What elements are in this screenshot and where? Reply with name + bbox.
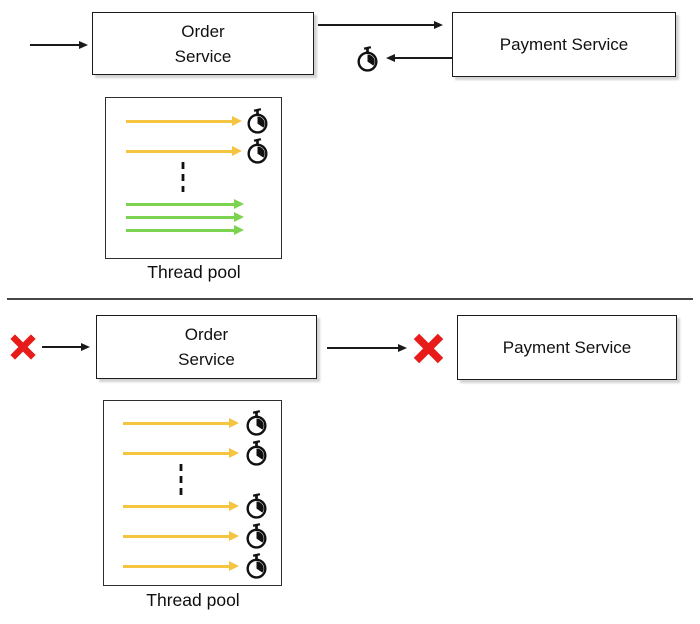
- free-thread-arrow: [126, 224, 244, 236]
- failed-call-x-icon: [411, 331, 446, 366]
- ellipsis-dashed-line: [181, 162, 185, 192]
- blocked-request-x-icon: [8, 332, 38, 362]
- busy-thread-arrow: [123, 447, 239, 459]
- busy-thread-arrow: [126, 115, 242, 127]
- order-to-payment-arrow: [318, 19, 443, 31]
- order-to-payment-arrow: [327, 342, 407, 354]
- section-divider: [7, 298, 693, 301]
- incoming-request-arrow: [30, 39, 88, 51]
- order-service-box: Order Service: [96, 315, 317, 379]
- order-service-label-line2: Service: [178, 350, 235, 369]
- stopwatch-icon: [246, 409, 267, 436]
- payment-service-box: Payment Service: [452, 12, 676, 77]
- thread-pool-label: Thread pool: [147, 262, 241, 282]
- stopwatch-icon: [247, 137, 268, 164]
- payment-service-label: Payment Service: [499, 35, 629, 54]
- order-service-label-line1: Order: [184, 325, 229, 344]
- busy-thread-arrow: [123, 530, 239, 542]
- stopwatch-icon: [357, 45, 378, 72]
- payment-response-timeout-arrow: [386, 52, 452, 64]
- stopwatch-icon: [246, 552, 267, 579]
- order-service-label-line1: Order: [181, 21, 225, 41]
- stopwatch-icon: [246, 522, 267, 549]
- thread-pool-box: [105, 97, 282, 259]
- order-service-box: Order Service: [92, 12, 314, 75]
- payment-service-box: Payment Service: [457, 315, 677, 380]
- stopwatch-icon: [246, 492, 267, 519]
- thread-pool-box: [103, 400, 282, 586]
- free-thread-arrow: [126, 198, 244, 210]
- stopwatch-icon: [247, 107, 268, 134]
- busy-thread-arrow: [123, 417, 239, 429]
- incoming-request-arrow: [42, 341, 90, 353]
- payment-service-label: Payment Service: [502, 338, 632, 357]
- order-service-label-line2: Service: [174, 46, 232, 66]
- busy-thread-arrow: [126, 145, 242, 157]
- busy-thread-arrow: [123, 560, 239, 572]
- busy-thread-arrow: [123, 500, 239, 512]
- stopwatch-icon: [246, 439, 267, 466]
- free-thread-arrow: [126, 211, 244, 223]
- ellipsis-dashed-line: [179, 464, 183, 498]
- thread-pool-label: Thread pool: [146, 590, 240, 610]
